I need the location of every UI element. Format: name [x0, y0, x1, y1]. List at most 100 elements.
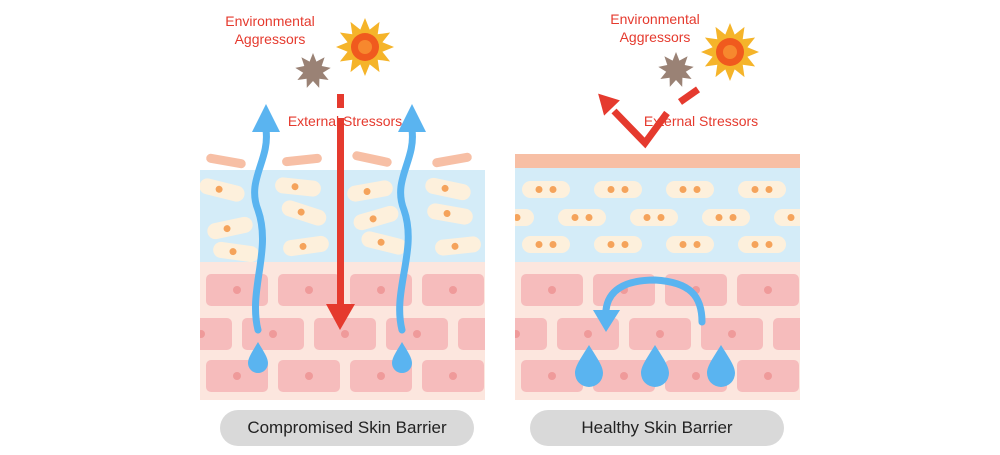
left-cells	[200, 177, 493, 392]
flaking-cell	[282, 153, 322, 167]
sun-icon	[701, 23, 759, 81]
cell-nucleus	[341, 330, 349, 338]
water-drop-icon	[248, 342, 268, 373]
cell-nucleus	[449, 372, 457, 380]
cell-nucleus	[449, 286, 457, 294]
right-caption-pill: Healthy Skin Barrier	[530, 410, 784, 446]
cell-nucleus	[751, 241, 759, 248]
cell-nucleus	[802, 214, 809, 221]
cell-nucleus	[535, 186, 543, 193]
flaking-cell	[206, 153, 246, 169]
left-aggressors-label: Environmental Aggressors	[200, 12, 340, 48]
stratum-cell	[200, 178, 245, 202]
stratum-cell	[522, 181, 570, 198]
moisture-retained-arrowhead	[593, 310, 620, 332]
cell-nucleus	[443, 209, 451, 217]
cell-nucleus	[679, 186, 687, 193]
cell-nucleus	[548, 372, 556, 380]
water-drop-icon	[575, 345, 603, 387]
cell-nucleus	[305, 286, 313, 294]
cell-nucleus	[441, 184, 449, 192]
stratum-cell	[213, 241, 259, 263]
stratum-cell	[666, 181, 714, 198]
cell-nucleus	[549, 241, 557, 248]
cell-nucleus	[451, 242, 459, 250]
cell-nucleus	[571, 214, 579, 221]
left-aggressors-line2: Aggressors	[234, 31, 306, 47]
stratum-cell	[515, 209, 534, 226]
cell-nucleus	[369, 215, 377, 223]
cell-nucleus	[233, 372, 241, 380]
left-flaking-cells	[206, 151, 472, 169]
dermis-cell	[773, 318, 800, 350]
cell-nucleus	[269, 330, 277, 338]
cell-nucleus	[765, 241, 773, 248]
cell-nucleus	[787, 214, 795, 221]
cell-nucleus	[485, 330, 493, 338]
stratum-cell	[738, 236, 786, 253]
stratum-cell	[738, 181, 786, 198]
cell-nucleus	[607, 186, 615, 193]
cell-nucleus	[584, 330, 592, 338]
cell-nucleus	[693, 186, 701, 193]
right-aggressors-line2: Aggressors	[619, 29, 691, 45]
cell-nucleus	[363, 188, 371, 196]
right-stressors-label: External Stressors	[643, 113, 759, 129]
right-cells	[500, 181, 809, 392]
stratum-cell	[353, 205, 399, 231]
right-aggressors-line1: Environmental	[610, 11, 700, 27]
stratum-cell	[361, 231, 407, 255]
stratum-cell	[522, 236, 570, 253]
stratum-cell	[594, 236, 642, 253]
moisture-escape-arrow-right	[396, 126, 416, 334]
cell-nucleus	[297, 208, 305, 216]
dermis-cell	[200, 318, 232, 350]
cell-nucleus	[729, 214, 737, 221]
cell-nucleus	[693, 241, 701, 248]
cell-nucleus	[607, 241, 615, 248]
dermis-cell	[458, 318, 485, 350]
stressor-arrow-dash	[677, 86, 701, 105]
stratum-cell	[427, 203, 473, 225]
cell-nucleus	[229, 248, 237, 256]
stratum-cell	[630, 209, 678, 226]
left-aggressors-line1: Environmental	[225, 13, 315, 29]
water-drop-icon	[641, 345, 669, 387]
cell-nucleus	[500, 214, 507, 221]
cell-nucleus	[549, 186, 557, 193]
cell-nucleus	[515, 214, 521, 221]
cell-nucleus	[215, 185, 223, 193]
moisture-escape-arrow-left	[251, 126, 270, 334]
stratum-cell	[435, 236, 481, 256]
stratum-cell	[594, 181, 642, 198]
dermis-cell	[515, 318, 547, 350]
cell-nucleus	[223, 225, 231, 233]
cell-nucleus	[377, 372, 385, 380]
cell-nucleus	[621, 241, 629, 248]
cell-nucleus	[548, 286, 556, 294]
left-stressors-label: External Stressors	[287, 113, 403, 129]
cell-nucleus	[585, 214, 593, 221]
stratum-cell	[425, 177, 471, 201]
pollutant-icon	[658, 52, 694, 87]
pollutant-icon	[295, 53, 331, 88]
stressor-deflected-arrow	[611, 108, 670, 149]
moisture-escape-arrowhead-right	[398, 104, 426, 132]
cell-nucleus	[715, 214, 723, 221]
water-drop-icon	[707, 345, 735, 387]
cell-nucleus	[679, 241, 687, 248]
cell-nucleus	[305, 372, 313, 380]
stratum-cell	[207, 216, 253, 240]
water-drop-icon	[392, 342, 412, 373]
cell-nucleus	[657, 214, 665, 221]
cell-nucleus	[751, 186, 759, 193]
cell-nucleus	[643, 214, 651, 221]
cell-nucleus	[620, 372, 628, 380]
cell-nucleus	[692, 372, 700, 380]
moisture-retained-arrow	[602, 276, 706, 326]
right-panel	[500, 23, 809, 400]
right-surface-layer	[515, 154, 800, 168]
stratum-cell	[283, 235, 329, 257]
